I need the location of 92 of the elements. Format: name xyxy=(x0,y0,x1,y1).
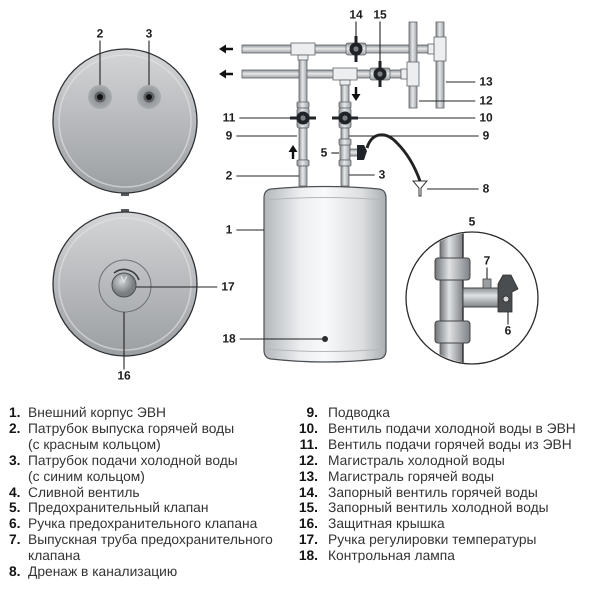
part-number: 13. xyxy=(298,468,318,485)
callout-number: 5 xyxy=(468,216,476,228)
callout-number: 3 xyxy=(374,168,390,182)
callout-number: 3 xyxy=(142,28,156,40)
water-heater-tank xyxy=(263,186,387,363)
valve xyxy=(346,36,366,62)
part-description: Патрубок подачи холодной воды (с синим кольцом) xyxy=(28,452,239,485)
pipe xyxy=(340,166,350,186)
leader-line xyxy=(236,229,264,231)
leader-line xyxy=(349,135,479,137)
safety-valve xyxy=(338,138,367,166)
leader-line xyxy=(148,40,150,85)
part-description: Сливной вентиль xyxy=(28,484,141,500)
part-description: Вентиль подачи горячей воды из ЭВН xyxy=(328,436,573,453)
part-number: 11. xyxy=(298,436,318,453)
pipe xyxy=(400,22,420,108)
part-description: Запорный вентиль горячей воды xyxy=(328,484,539,500)
callout-number: 18 xyxy=(218,332,240,346)
callout-number: 9 xyxy=(478,130,494,142)
pipe xyxy=(340,128,350,140)
leader-line xyxy=(239,117,290,119)
drain-funnel xyxy=(412,180,428,196)
callout-number: 2 xyxy=(222,170,236,182)
part-number: 9. xyxy=(305,405,318,421)
callout-number: 2 xyxy=(92,28,108,40)
leader-line xyxy=(236,175,299,177)
leader-line xyxy=(99,40,101,85)
leader-line xyxy=(123,312,125,370)
part-description: Контрольная лампа xyxy=(328,548,456,564)
part-number: 4. xyxy=(9,484,22,500)
part-description: Подводка xyxy=(328,405,391,421)
indicator-lamp xyxy=(322,336,328,342)
leader-line xyxy=(331,152,339,154)
part-number: 1. xyxy=(9,405,22,421)
part-description: Запорный вентиль холодной воды xyxy=(328,500,550,516)
part-number: 17. xyxy=(298,532,318,548)
part-description: Ручка регулировки температуры xyxy=(328,532,538,548)
callout-number: 11 xyxy=(218,112,240,124)
part-description: Выпускная труба предохранительного клапана xyxy=(28,532,274,564)
leader-line xyxy=(419,100,476,102)
part-number: 6. xyxy=(9,516,22,532)
valve xyxy=(332,108,358,128)
leader-line xyxy=(427,188,479,190)
part-number: 16. xyxy=(298,516,318,532)
leader-line xyxy=(240,338,322,340)
part-number: 5. xyxy=(9,500,22,516)
part-number: 14. xyxy=(298,484,318,500)
leader-line xyxy=(358,117,476,119)
leader-line xyxy=(379,22,381,61)
callout-number: 12 xyxy=(475,94,497,108)
part-description: Предохранительный клапан xyxy=(28,500,210,516)
part-description: Вентиль подачи холодной воды в ЭВН xyxy=(328,420,576,437)
part-description: Патрубок выпуска горячей воды (с красным кольцом) xyxy=(28,420,236,453)
pipe xyxy=(296,128,310,166)
part-description: Магистраль горячей воды xyxy=(328,468,496,485)
part-number: 2. xyxy=(9,420,22,438)
control-knob xyxy=(112,272,136,298)
callout-number: 10 xyxy=(475,112,497,124)
valve xyxy=(370,61,390,87)
leader-line xyxy=(355,22,357,36)
control-panel-ring xyxy=(98,260,152,312)
part-number: 15. xyxy=(298,500,318,516)
callout-number: 14 xyxy=(345,8,367,22)
callout-number: 5 xyxy=(316,146,332,160)
nozzle xyxy=(137,85,161,109)
callout-number: 8 xyxy=(478,182,494,196)
leader-line xyxy=(136,286,218,288)
part-number: 18. xyxy=(298,548,318,564)
nozzle xyxy=(88,85,112,109)
callout-number: 17 xyxy=(217,280,239,294)
part-description: Защитная крышка xyxy=(328,516,446,532)
pipe xyxy=(298,166,308,186)
leader-line xyxy=(349,174,375,176)
part-number: 10. xyxy=(298,420,318,437)
valve xyxy=(290,108,316,128)
callout-number: 16 xyxy=(113,370,135,382)
part-number: 3. xyxy=(9,452,22,470)
part-description: Внешний корпус ЭВН xyxy=(28,405,167,421)
part-number: 12. xyxy=(298,452,318,469)
pipe xyxy=(428,22,446,108)
callout-number: 9 xyxy=(222,130,236,142)
part-number: 7. xyxy=(9,532,22,550)
callout-number: 13 xyxy=(475,76,497,88)
part-number: 8. xyxy=(9,564,22,580)
callout-number: 1 xyxy=(222,224,236,236)
part-description: Магистраль холодной воды xyxy=(328,452,506,469)
leader-line xyxy=(446,81,476,83)
drain-hose xyxy=(366,134,422,182)
part-description: Дренаж в канализацию xyxy=(28,564,178,580)
callout-number: 15 xyxy=(369,8,391,22)
part-description: Ручка предохранительного клапана xyxy=(28,516,258,532)
leader-line xyxy=(236,135,297,137)
